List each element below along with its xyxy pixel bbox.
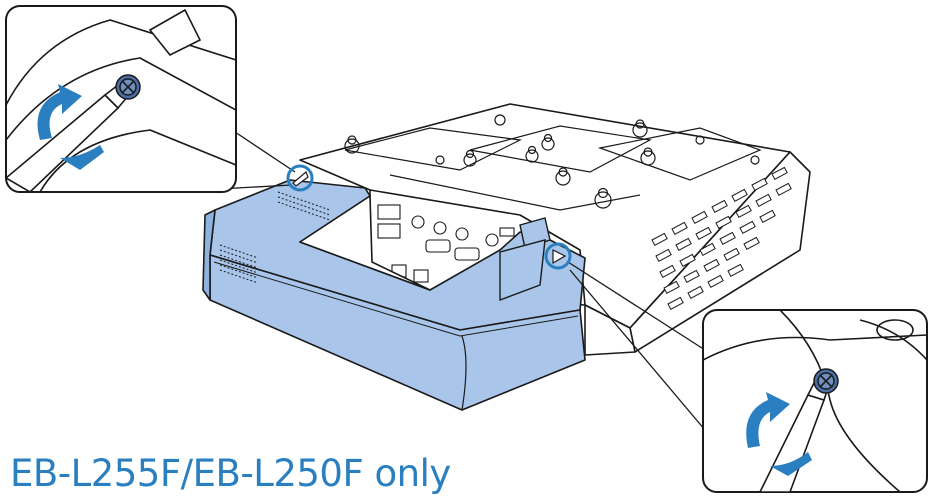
side-vents [651, 166, 792, 310]
top-plate-details [344, 114, 762, 211]
inset-top-left [5, 5, 237, 193]
grille-dots [219, 191, 331, 284]
screw-icon [115, 74, 141, 100]
screw-icon [813, 368, 839, 394]
marker-screws [292, 171, 567, 265]
inset-bottom-right [702, 309, 928, 493]
cover-tab [499, 217, 551, 302]
cable-cover [202, 179, 586, 411]
callout-marker-icon [286, 164, 572, 270]
rotate-arrow-icon [746, 392, 812, 476]
rotate-arrow-icon [37, 84, 104, 170]
model-availability-note: EB-L255F/EB-L250F only [10, 452, 451, 495]
